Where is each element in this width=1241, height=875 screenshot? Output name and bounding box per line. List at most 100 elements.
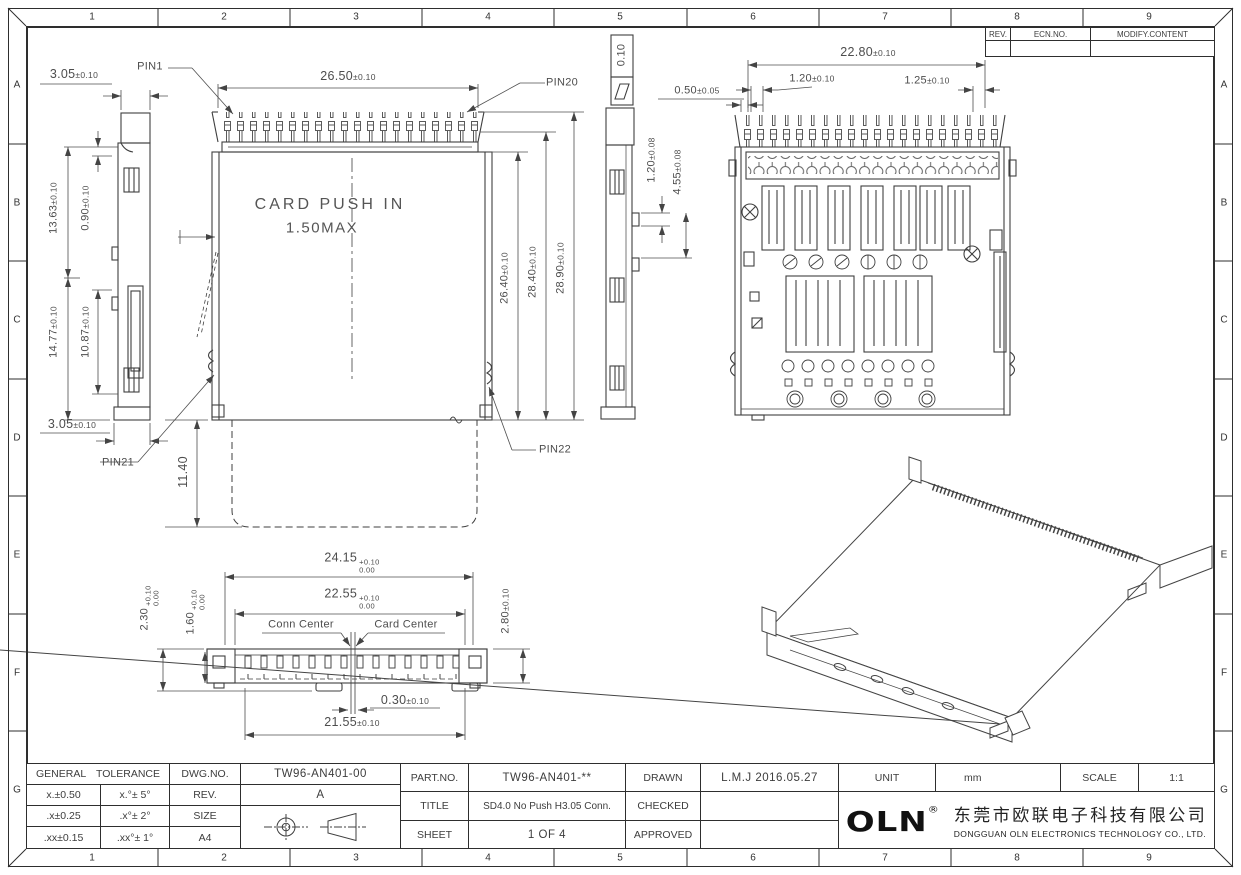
scale-value: 1:1 bbox=[1138, 763, 1215, 792]
unit-label: UNIT bbox=[838, 763, 936, 792]
tolerance-cell: .xx±0.15 bbox=[26, 826, 101, 849]
bottom-view-dims bbox=[157, 572, 530, 740]
zone-col-bottom: 9 bbox=[1146, 852, 1152, 864]
front-view bbox=[196, 111, 493, 528]
unit-value: mm bbox=[935, 763, 1061, 792]
dim-13-63: 13.63±0.10 bbox=[47, 182, 60, 234]
sheet-border-outer bbox=[8, 8, 1233, 867]
oln-logo: OLN® bbox=[845, 804, 940, 838]
rev-label: REV. bbox=[169, 784, 241, 806]
company-block: OLN® 东莞市欧联电子科技有限公司 DONGGUAN OLN ELECTRON… bbox=[838, 791, 1215, 849]
side-view-right-dims bbox=[641, 196, 692, 259]
side-view-right bbox=[600, 34, 640, 420]
dim-26-50: 26.50±0.10 bbox=[320, 68, 376, 83]
side-view-left-dims bbox=[40, 83, 215, 463]
pin1-label: PIN1 bbox=[137, 60, 163, 73]
zone-row-left: E bbox=[13, 549, 21, 561]
dim-1-25: 1.25±0.10 bbox=[904, 74, 950, 87]
zone-row-right: G bbox=[1220, 784, 1228, 796]
dim-3-05-bottom: 3.05±0.10 bbox=[47, 416, 97, 431]
rev-table-header-ecn: ECN.NO. bbox=[1010, 27, 1091, 41]
zone-row-left: B bbox=[13, 197, 21, 209]
scale-label: SCALE bbox=[1060, 763, 1139, 792]
zone-col-bottom: 8 bbox=[1014, 852, 1020, 864]
sheet-label: SHEET bbox=[400, 820, 469, 849]
sheet-border-inner bbox=[26, 26, 1215, 849]
drawn-value: L.M.J 2016.05.27 bbox=[700, 763, 839, 792]
drawn-label: DRAWN bbox=[625, 763, 701, 792]
zone-row-right: B bbox=[1220, 197, 1228, 209]
zone-col-top: 5 bbox=[617, 11, 623, 23]
card-push-in-max: 1.50MAX bbox=[285, 219, 359, 237]
zone-col-bottom: 1 bbox=[89, 852, 95, 864]
part-no-value: TW96-AN401-** bbox=[468, 763, 626, 792]
zone-col-top: 8 bbox=[1014, 11, 1020, 23]
dim-10-87: 10.87±0.10 bbox=[79, 306, 92, 358]
zone-col-bottom: 6 bbox=[750, 852, 756, 864]
zone-col-top: 2 bbox=[221, 11, 227, 23]
approved-label: APPROVED bbox=[625, 820, 701, 849]
top-view-dims bbox=[658, 60, 1000, 112]
isometric-view bbox=[0, 456, 1213, 743]
card-center-label: Card Center bbox=[374, 618, 438, 631]
tolerance-cell: x.±0.50 bbox=[26, 784, 101, 806]
zone-row-left: D bbox=[13, 432, 21, 444]
top-view bbox=[728, 114, 1017, 421]
size-label: SIZE bbox=[169, 805, 241, 827]
zone-row-left: C bbox=[13, 314, 21, 326]
rev-value: A bbox=[240, 784, 401, 806]
zone-row-left: G bbox=[13, 784, 21, 796]
title-label: TITLE bbox=[400, 791, 469, 821]
rev-table-cell-empty bbox=[985, 40, 1011, 57]
dim-0-50: 0.50±0.05 bbox=[674, 84, 720, 97]
dim-14-77: 14.77±0.10 bbox=[47, 306, 60, 358]
dwg-no-label: DWG.NO. bbox=[169, 763, 241, 785]
dim-0-90: 0.90±0.10 bbox=[79, 185, 92, 231]
rev-table-header-modify: MODIFY.CONTENT bbox=[1090, 27, 1215, 41]
dim-1-20-top: 1.20±0.10 bbox=[789, 72, 835, 85]
part-no-label: PART.NO. bbox=[400, 763, 469, 792]
zone-col-top: 3 bbox=[353, 11, 359, 23]
zone-row-right: A bbox=[1220, 79, 1228, 91]
zone-col-top: 4 bbox=[485, 11, 491, 23]
tolerance-cell: x.°± 5° bbox=[100, 784, 170, 806]
company-name-en: DONGGUAN OLN ELECTRONICS TECHNOLOGY CO.,… bbox=[953, 829, 1207, 839]
tolerance-cell: .x°± 2° bbox=[100, 805, 170, 827]
size-value: A4 bbox=[169, 826, 241, 849]
dim-0-30: 0.30±0.10 bbox=[380, 692, 430, 707]
pin21-label: PIN21 bbox=[101, 456, 135, 469]
zone-row-right: D bbox=[1220, 432, 1228, 444]
flatness-value: 0.10 bbox=[615, 43, 628, 67]
side-view-left bbox=[111, 112, 151, 421]
rev-table-cell-empty bbox=[1010, 40, 1091, 57]
dim-22-80: 22.80±0.10 bbox=[840, 44, 896, 59]
zone-col-bottom: 2 bbox=[221, 852, 227, 864]
dim-11-40: 11.40 bbox=[175, 456, 190, 488]
zone-col-top: 6 bbox=[750, 11, 756, 23]
dim-3-05-top: 3.05±0.10 bbox=[49, 66, 99, 81]
zone-col-top: 1 bbox=[89, 11, 95, 23]
conn-center-label: Conn Center bbox=[268, 618, 334, 631]
checked-label: CHECKED bbox=[625, 791, 701, 821]
sheet-value: 1 OF 4 bbox=[468, 820, 626, 849]
zone-row-right: E bbox=[1220, 549, 1228, 561]
title-value: SD4.0 No Push H3.05 Conn. bbox=[468, 791, 626, 821]
company-name-zh: 东莞市欧联电子科技有限公司 bbox=[953, 806, 1208, 825]
dim-21-55: 21.55±0.10 bbox=[324, 714, 380, 729]
zone-row-left: F bbox=[13, 667, 21, 679]
zone-col-bottom: 7 bbox=[882, 852, 888, 864]
frame-ticks bbox=[7, 7, 1234, 868]
checked-value bbox=[700, 791, 839, 821]
dim-1-20-side: 1.20±0.08 bbox=[645, 137, 658, 183]
dim-28-90: 28.90±0.10 bbox=[554, 242, 567, 294]
pin22-label: PIN22 bbox=[538, 443, 572, 456]
approved-value bbox=[700, 820, 839, 849]
zone-col-top: 7 bbox=[882, 11, 888, 23]
pin20-label: PIN20 bbox=[545, 76, 579, 89]
registered-mark: ® bbox=[927, 804, 940, 815]
